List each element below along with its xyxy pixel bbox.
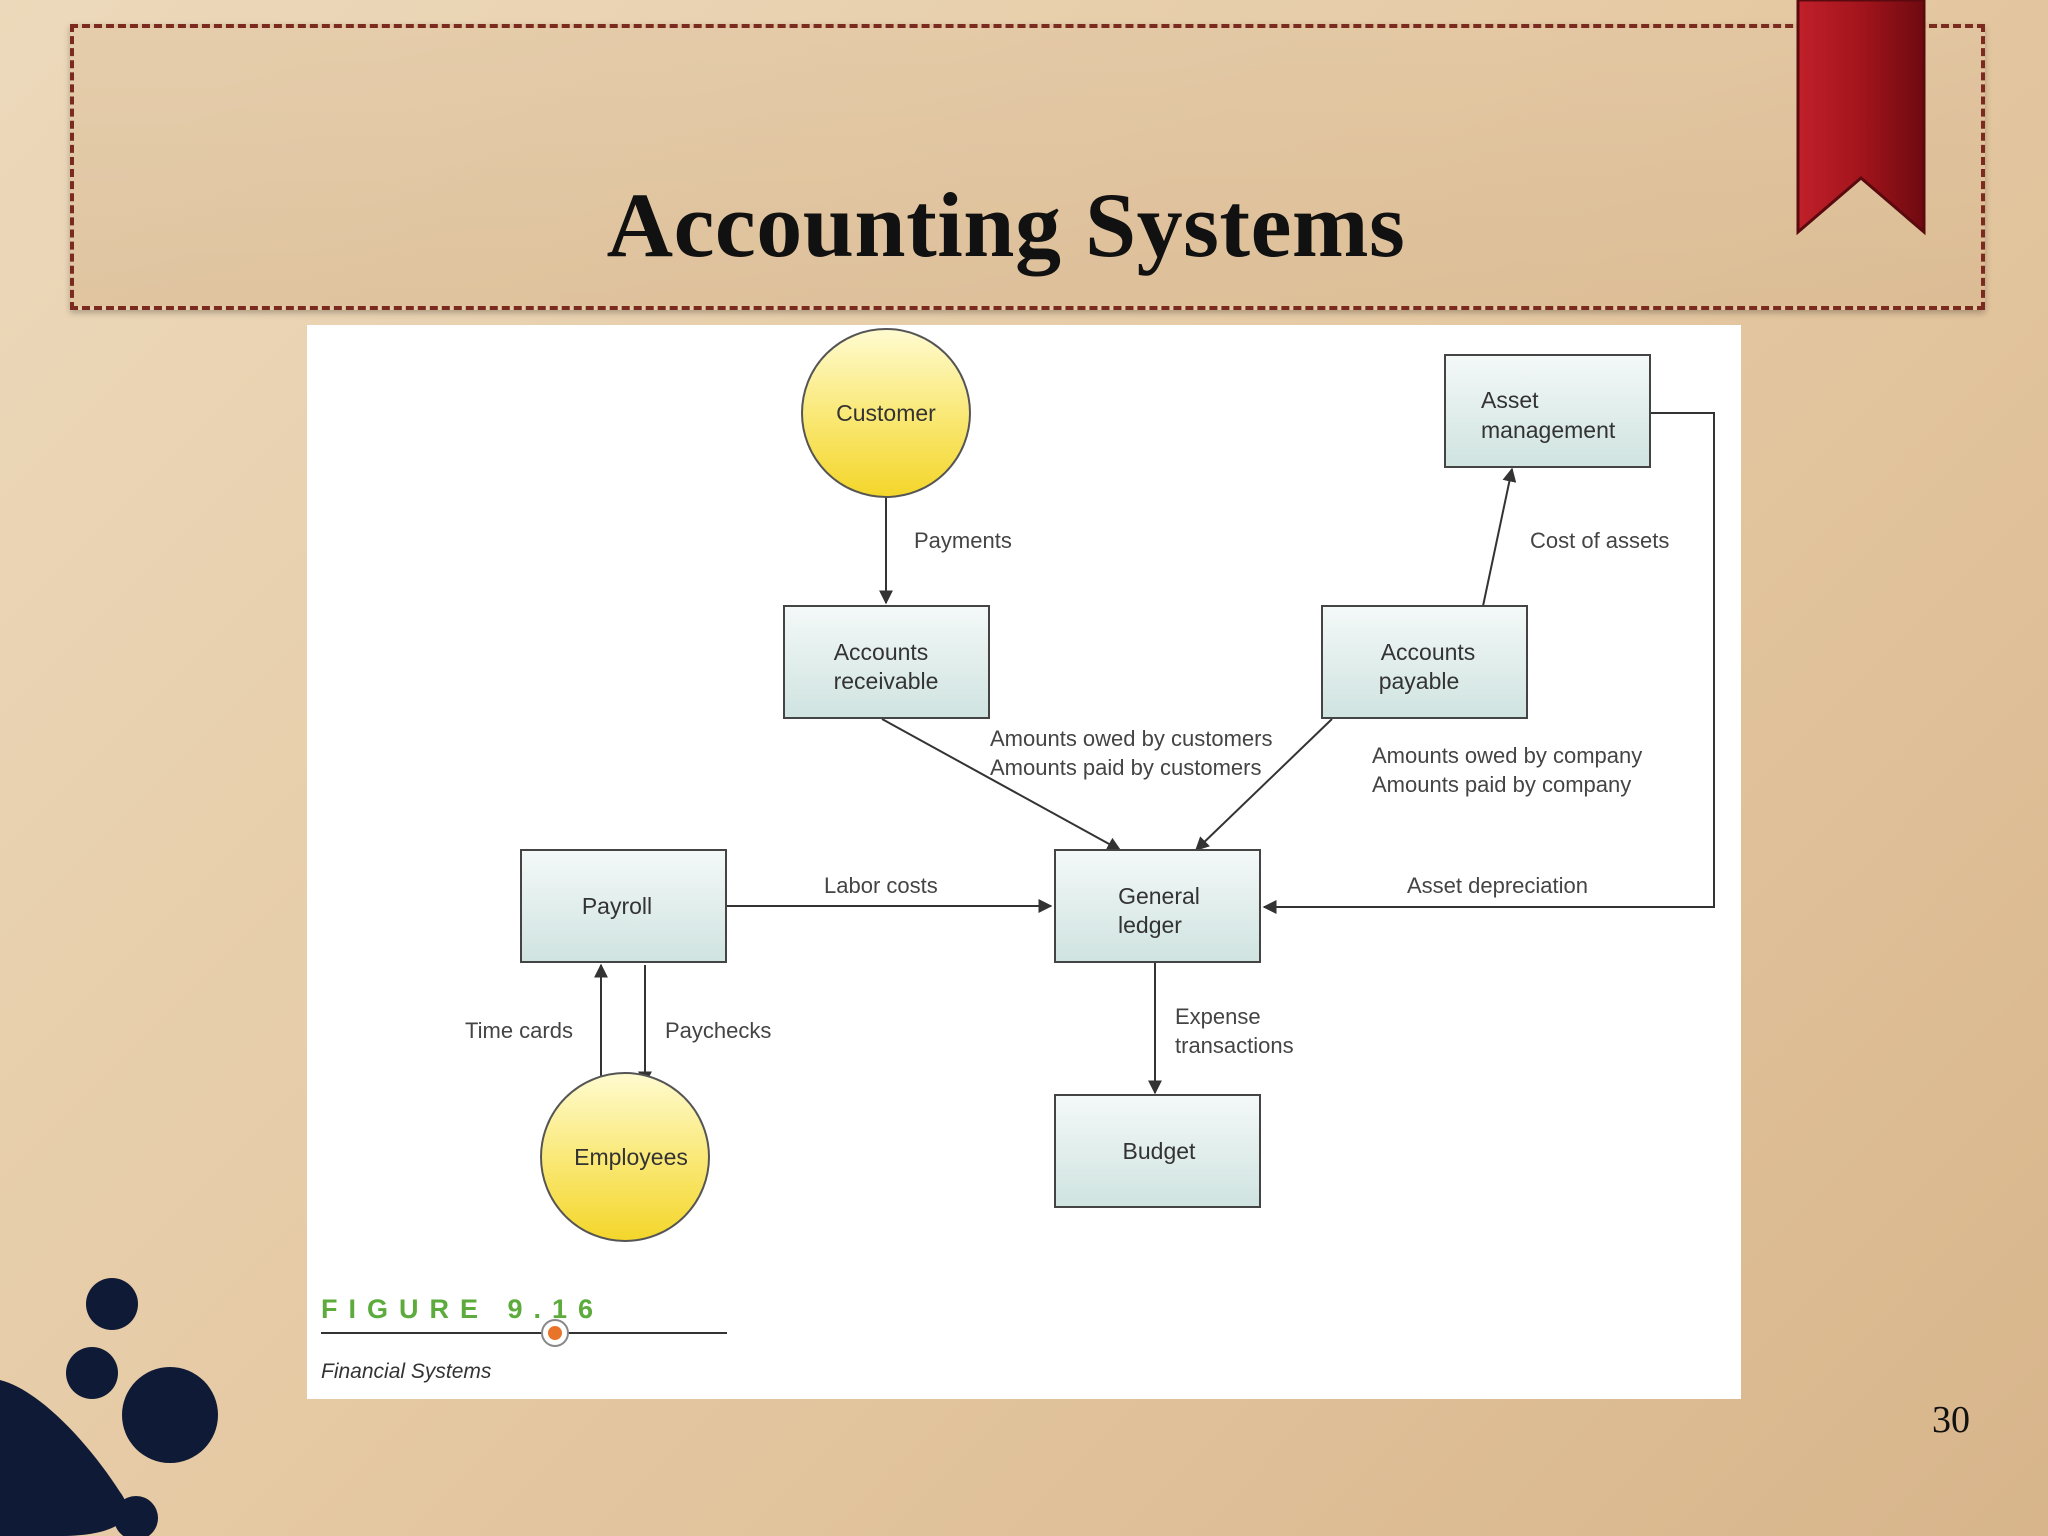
node-budget: Budget [1054, 1094, 1261, 1208]
edge-label-paychecks: Paychecks [665, 1018, 771, 1043]
figure-panel: Customer Employees Accounts receivable A… [307, 325, 1741, 1399]
node-general-ledger-line1: General [1118, 883, 1200, 909]
node-payroll: Payroll [520, 849, 727, 963]
title-banner [70, 24, 1985, 310]
figure-label: FIGURE 9.16 [321, 1294, 604, 1324]
page-number: 30 [1932, 1399, 1970, 1441]
edge-label-company-amounts-line1: Amounts owed by company [1372, 743, 1642, 768]
edge-cost-of-assets [1482, 467, 1517, 607]
node-asset-management-line1: Asset [1481, 387, 1539, 413]
edge-label-expense-transactions-line2: transactions [1175, 1033, 1294, 1058]
node-employees: Employees [540, 1072, 710, 1242]
node-asset-management: Asset management [1444, 354, 1651, 468]
edge-label-time-cards: Time cards [465, 1018, 573, 1043]
node-accounts-payable-line2: payable [1379, 668, 1460, 694]
edge-label-cost-of-assets: Cost of assets [1530, 528, 1669, 553]
edge-label-labor-costs: Labor costs [824, 873, 938, 898]
figure-label-dot-core [548, 1326, 562, 1340]
edge-label-company-amounts-line2: Amounts paid by company [1372, 772, 1631, 797]
slide-title: Accounting Systems [606, 174, 1406, 276]
edge-label-expense-transactions-line1: Expense [1175, 1004, 1261, 1029]
node-general-ledger: General ledger [1054, 849, 1261, 963]
edge-asset-depreciation [1262, 412, 1715, 914]
bookmark-ribbon-icon [1796, 0, 1926, 236]
edge-label-customer-amounts-line1: Amounts owed by customers [990, 726, 1272, 751]
node-payroll-label: Payroll [582, 893, 652, 919]
figure-caption: Financial Systems [321, 1360, 492, 1383]
node-customer-label: Customer [836, 400, 936, 426]
node-accounts-payable-line1: Accounts [1381, 639, 1476, 665]
edge-label-payments: Payments [914, 528, 1012, 553]
edge-customer-amounts [881, 718, 1122, 851]
node-accounts-receivable-line2: receivable [834, 668, 939, 694]
edge-label-asset-depreciation: Asset depreciation [1407, 873, 1588, 898]
node-general-ledger-line2: ledger [1118, 912, 1182, 938]
node-customer: Customer [801, 328, 971, 498]
accounting-systems-diagram: Customer Employees Accounts receivable A… [321, 328, 1715, 1383]
edge-company-amounts [1194, 718, 1333, 851]
node-asset-management-line2: management [1481, 417, 1616, 443]
node-accounts-receivable-line1: Accounts [834, 639, 929, 665]
edge-label-customer-amounts-line2: Amounts paid by customers [990, 755, 1261, 780]
paw-print-decoration [0, 1278, 218, 1536]
node-accounts-receivable: Accounts receivable [783, 605, 990, 719]
node-accounts-payable: Accounts payable [1321, 605, 1528, 719]
node-employees-label: Employees [574, 1144, 688, 1170]
node-budget-label: Budget [1123, 1138, 1197, 1164]
